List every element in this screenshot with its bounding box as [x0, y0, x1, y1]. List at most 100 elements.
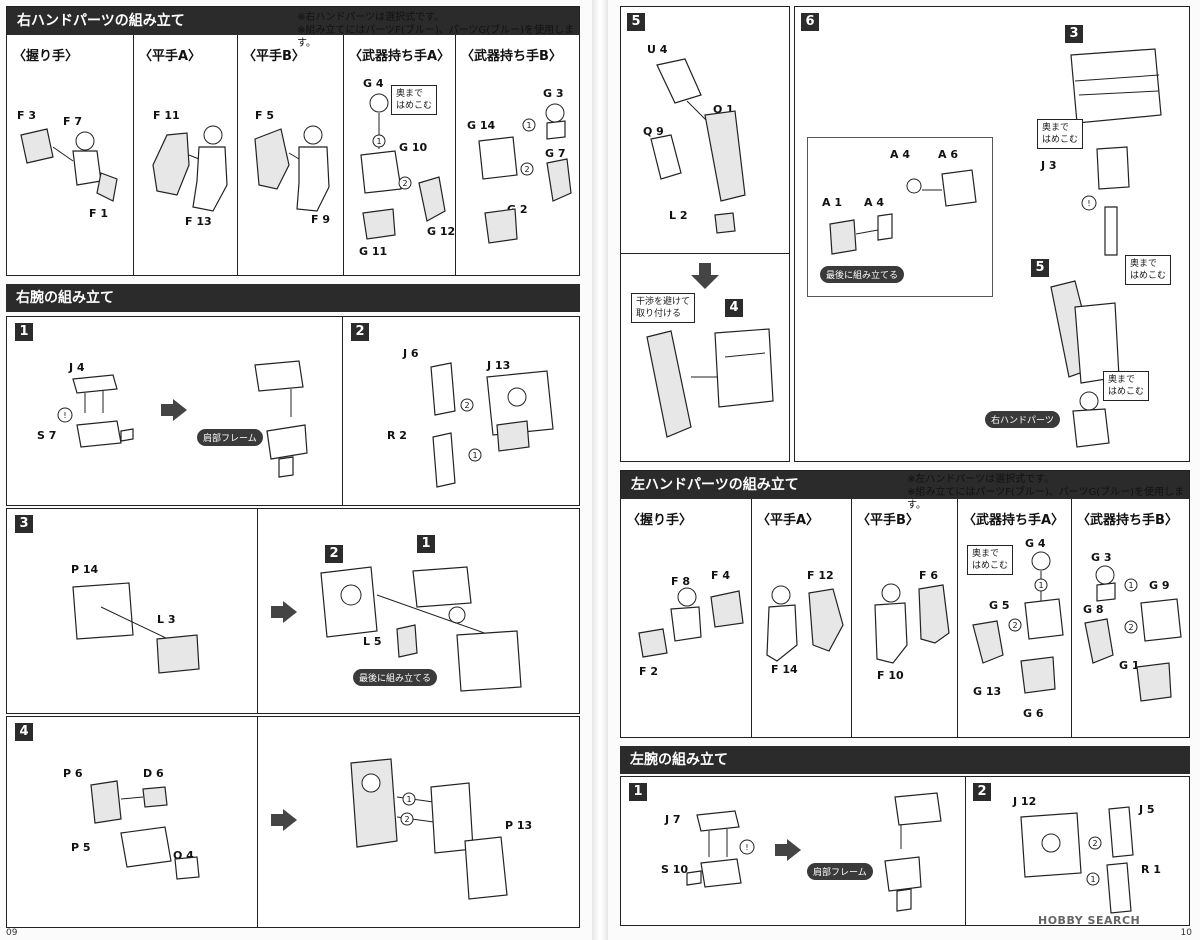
part-label: J 3 — [1041, 159, 1057, 172]
step1-parts-illustration: ! — [686, 810, 755, 888]
tag-shoulder-frame: 肩部フレーム — [807, 863, 873, 880]
part-label: R 1 — [1141, 863, 1161, 876]
part-label: P 13 — [505, 819, 533, 832]
step2-parts-illustration: 2 1 — [1020, 806, 1134, 914]
column-divider — [957, 499, 958, 737]
step4-parts-illustration — [90, 780, 200, 880]
column-divider — [237, 35, 238, 275]
part-label: J 6 — [403, 347, 419, 360]
part-label: F 7 — [63, 115, 82, 128]
part-label: G 10 — [399, 141, 428, 154]
tag-assemble-last: 最後に組み立てる — [820, 266, 905, 283]
flat-hand-b-illustration — [874, 583, 950, 664]
part-label: G 6 — [1023, 707, 1044, 720]
step-number-4: 4 — [15, 723, 33, 741]
step-arrow — [775, 839, 801, 861]
part-label: J 13 — [487, 359, 511, 372]
right-arm-steps-1-2: 1 J 4 S 7 ! 肩部フレーム 2 J 6 J 13 R 2 2 1 — [6, 316, 580, 506]
part-label: G 5 — [989, 599, 1010, 612]
svg-text:1: 1 — [1090, 875, 1095, 884]
step-5-box: 5 U 4 Q 1 Q 9 L 2 干渉を避けて 取り付ける 4 — [620, 6, 790, 462]
svg-text:!: ! — [1087, 199, 1090, 208]
column-title-flat-b: 〈平手B〉 — [243, 49, 305, 64]
svg-text:1: 1 — [472, 451, 477, 460]
step-arrow — [271, 809, 297, 831]
step5-assembled-illustration — [646, 328, 774, 438]
column-title-flat-a: 〈平手A〉 — [139, 49, 202, 64]
part-label: R 2 — [387, 429, 407, 442]
flat-hand-a-illustration — [766, 585, 844, 662]
step6-hand-illustration — [1072, 391, 1110, 448]
part-label: G 7 — [545, 147, 566, 160]
step-arrow — [161, 399, 187, 421]
step5-parts-illustration — [650, 58, 746, 234]
left-page: 右ハンドパーツの組み立て ※右ハンドパーツは選択式です。 ※組み立てにはパーツF… — [0, 0, 592, 940]
column-divider — [133, 35, 134, 275]
step-number-6: 6 — [801, 13, 819, 31]
column-divider — [455, 35, 456, 275]
weapon-hand-a-illustration: 1 2 — [972, 551, 1064, 694]
step1-parts-illustration: ! — [57, 374, 134, 448]
divider — [342, 317, 343, 505]
column-title-weapon-a: 〈武器持ち手A〉 — [349, 49, 451, 64]
step3-assembled-illustration — [320, 566, 522, 692]
step6-connector-illustration: ! — [1081, 146, 1130, 256]
part-label: G 4 — [363, 77, 384, 90]
callout-press-fully-2: 奥まで はめこむ — [1125, 255, 1172, 285]
tag-assemble-last: 最後に組み立てる — [353, 669, 438, 686]
column-divider — [751, 499, 752, 737]
note-line-1: ※左ハンドパーツは選択式です。 — [907, 474, 1055, 485]
left-arm-steps-1-2: 1 J 7 S 10 ! 肩部フレーム 2 J 12 J 5 R 1 2 1 — [620, 776, 1190, 926]
part-label: P 5 — [71, 841, 91, 854]
step-arrow — [691, 263, 719, 289]
sub-assembly-frame: A 4 A 6 A 1 A 4 最後に組み立てる — [807, 137, 993, 297]
svg-text:!: ! — [745, 843, 748, 852]
page-number-right: 10 — [1180, 928, 1192, 938]
flat-hand-a-illustration — [152, 125, 228, 212]
note-line-2: ※組み立てにはパーツF(ブルー)、パーツG(ブルー)を使用します。 — [907, 487, 1185, 511]
part-label: L 2 — [669, 209, 688, 222]
step-number-3: 3 — [15, 515, 33, 533]
weapon-hand-b-illustration: 1 2 — [478, 103, 572, 244]
callout-press-fully-3: 奥まで はめこむ — [1103, 371, 1150, 401]
column-title-grip: 〈握り手〉 — [627, 513, 693, 528]
part-label: J 4 — [69, 361, 85, 374]
part-label: G 11 — [359, 245, 388, 258]
step-arrow — [271, 601, 297, 623]
part-label: F 12 — [807, 569, 834, 582]
step1-assembled-illustration — [254, 360, 308, 478]
part-label: F 3 — [17, 109, 36, 122]
part-label: F 1 — [89, 207, 108, 220]
note-line-2: ※組み立てにはパーツF(ブルー)、パーツG(ブルー)を使用します。 — [297, 25, 575, 49]
svg-text:2: 2 — [1128, 623, 1133, 632]
step-number-2: 2 — [973, 783, 991, 801]
part-label: G 4 — [1025, 537, 1046, 550]
sub-assembly-1: 1 — [417, 535, 435, 553]
part-label: F 5 — [255, 109, 274, 122]
right-hand-section: 右ハンドパーツの組み立て ※右ハンドパーツは選択式です。 ※組み立てにはパーツF… — [6, 6, 580, 276]
weapon-hand-a-illustration: 1 2 — [360, 93, 446, 240]
part-label: J 5 — [1139, 803, 1155, 816]
svg-text:2: 2 — [1012, 621, 1017, 630]
tag-right-hand-parts: 右ハンドパーツ — [985, 411, 1060, 428]
step-number-2: 2 — [351, 323, 369, 341]
page-number-left: 09 — [6, 928, 18, 938]
part-label: L 5 — [363, 635, 382, 648]
step1-assembled-illustration — [884, 792, 942, 912]
right-arm-step-4: 4 P 6 D 6 P 5 Q 4 J 8 P 13 1 2 — [6, 716, 580, 928]
step-number-5: 5 — [627, 13, 645, 31]
svg-text:1: 1 — [1038, 581, 1043, 590]
column-divider — [851, 499, 852, 737]
part-label: D 6 — [143, 767, 164, 780]
part-label: A 4 — [864, 196, 884, 209]
part-label: U 4 — [647, 43, 668, 56]
svg-text:!: ! — [63, 411, 66, 420]
left-hand-section: 左ハンドパーツの組み立て ※左ハンドパーツは選択式です。 ※組み立てにはパーツF… — [620, 470, 1190, 738]
section-title: 右腕の組み立て — [6, 284, 580, 312]
part-label: G 12 — [427, 225, 456, 238]
column-title-weapon-b: 〈武器持ち手B〉 — [1077, 513, 1178, 528]
svg-text:1: 1 — [406, 795, 411, 804]
part-label: G 3 — [1091, 551, 1112, 564]
part-label: G 13 — [973, 685, 1002, 698]
svg-text:2: 2 — [402, 179, 407, 188]
